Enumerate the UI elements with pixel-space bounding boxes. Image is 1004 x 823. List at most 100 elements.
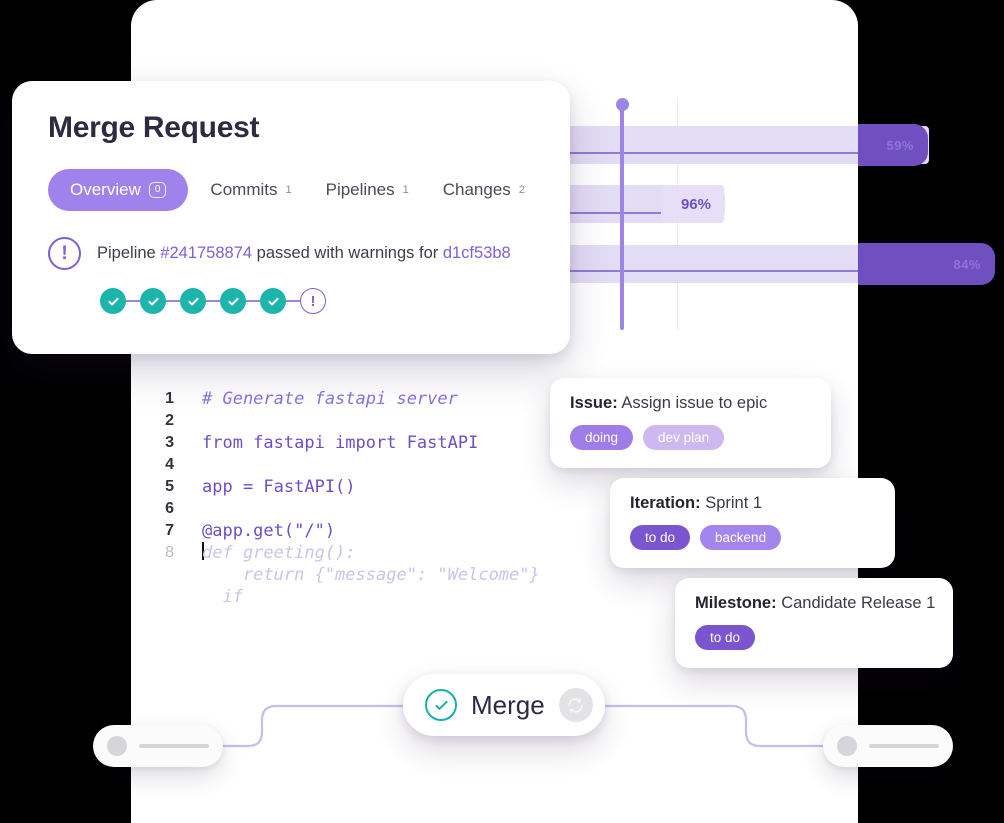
line-number: 2 — [165, 412, 174, 429]
line-number: 1 — [165, 390, 174, 407]
chip[interactable]: to do — [695, 625, 756, 650]
code-line-suggestion: return {"message": "Welcome"} — [160, 564, 560, 586]
warning-icon: ! — [48, 237, 81, 270]
merge-button-label: Merge — [471, 689, 545, 720]
branch-pill-left[interactable] — [93, 725, 223, 767]
code-line: 6 — [160, 498, 560, 520]
chart-today-marker[interactable] — [620, 104, 624, 330]
code-suggestion-text: def greeting(): — [202, 543, 356, 563]
avatar — [107, 736, 127, 756]
code-line: 3 from fastapi import FastAPI — [160, 432, 560, 454]
chart-baseline — [437, 152, 920, 154]
code-line-suggestion: if — [160, 586, 560, 608]
tab-overview-label: Overview — [70, 180, 141, 199]
pipeline-commit-link[interactable]: d1cf53b8 — [442, 244, 511, 262]
iteration-card[interactable]: Iteration: Sprint 1 to do backend — [610, 478, 895, 568]
chip[interactable]: backend — [700, 525, 782, 550]
chart-bar: 84% — [858, 243, 995, 285]
tab-bar: Overview 0 Commits 1 Pipelines 1 Changes… — [48, 169, 534, 211]
chart-value-label: 96% — [661, 185, 725, 223]
merge-request-card: Merge Request Overview 0 Commits 1 Pipel… — [12, 81, 570, 354]
chip[interactable]: dev plan — [643, 425, 725, 450]
line-number — [160, 586, 202, 608]
check-icon[interactable] — [220, 288, 246, 314]
milestone-card[interactable]: Milestone: Candidate Release 1 to do — [675, 578, 953, 668]
milestone-card-title: Milestone: Candidate Release 1 — [695, 594, 936, 613]
tab-commits-label: Commits — [210, 180, 278, 199]
line-number: 3 — [165, 434, 174, 451]
check-icon[interactable] — [260, 288, 286, 314]
tab-pipelines[interactable]: Pipelines 1 — [326, 180, 409, 200]
check-icon[interactable] — [100, 288, 126, 314]
tab-pipelines-count: 1 — [402, 184, 409, 196]
pipeline-stage-list: ! — [100, 288, 534, 314]
stage-connector — [166, 299, 180, 303]
avatar — [837, 736, 857, 756]
code-text: app = FastAPI() — [202, 477, 356, 497]
sync-icon[interactable] — [558, 688, 593, 722]
stage-connector — [126, 299, 140, 303]
line-number: 4 — [165, 456, 174, 473]
text-cursor — [202, 542, 204, 560]
chart-bar: 59% — [858, 124, 928, 166]
code-line: 5 app = FastAPI() — [160, 476, 560, 498]
placeholder-bar — [869, 744, 939, 748]
line-number: 5 — [165, 478, 174, 495]
issue-card-value: Assign issue to epic — [621, 394, 768, 412]
tab-commits-count: 1 — [285, 184, 292, 196]
iteration-card-value: Sprint 1 — [705, 494, 763, 512]
placeholder-bar — [139, 744, 209, 748]
check-icon[interactable] — [180, 288, 206, 314]
chip[interactable]: doing — [570, 425, 634, 450]
code-suggestion-text: return {"message": "Welcome"} — [202, 565, 540, 585]
iteration-card-title: Iteration: Sprint 1 — [630, 494, 875, 513]
warning-icon[interactable]: ! — [300, 288, 326, 314]
code-editor[interactable]: 1 # Generate fastapi server 2 3 from fas… — [160, 388, 560, 608]
stage-connector — [206, 299, 220, 303]
tab-changes-label: Changes — [442, 180, 511, 199]
merge-button[interactable]: Merge — [403, 674, 605, 736]
check-icon[interactable] — [140, 288, 166, 314]
tab-overview-badge: 0 — [148, 182, 167, 198]
issue-card-chips: doing dev plan — [570, 425, 811, 450]
iteration-card-label: Iteration: — [630, 494, 701, 512]
issue-card-title: Issue: Assign issue to epic — [570, 394, 811, 413]
stage-connector — [246, 299, 260, 303]
issue-card[interactable]: Issue: Assign issue to epic doing dev pl… — [550, 378, 831, 468]
line-number: 8 — [165, 544, 174, 561]
line-number — [160, 564, 202, 586]
code-text: from fastapi import FastAPI — [202, 433, 479, 453]
chip[interactable]: to do — [630, 525, 691, 550]
issue-card-label: Issue: — [570, 394, 618, 412]
pipeline-id-link[interactable]: #241758874 — [160, 244, 253, 262]
code-line-suggestion: 8 def greeting(): — [160, 542, 560, 564]
milestone-card-label: Milestone: — [695, 594, 777, 612]
pipeline-status-row: ! Pipeline #241758874 passed with warnin… — [48, 237, 534, 270]
stage-connector — [286, 299, 300, 303]
tab-overview[interactable]: Overview 0 — [48, 169, 189, 211]
code-line: 4 — [160, 454, 560, 476]
code-text: @app.get("/") — [202, 521, 336, 541]
tab-commits[interactable]: Commits 1 — [210, 180, 291, 200]
pipeline-prefix: Pipeline — [97, 244, 161, 262]
pipeline-status-text: Pipeline #241758874 passed with warnings… — [97, 244, 511, 263]
code-line: 2 — [160, 410, 560, 432]
iteration-card-chips: to do backend — [630, 525, 875, 550]
branch-pill-right[interactable] — [823, 725, 953, 767]
pipeline-middle: passed with warnings for — [252, 244, 443, 262]
code-suggestion-text: if — [202, 587, 243, 607]
tab-changes[interactable]: Changes 2 — [443, 180, 525, 200]
chart-today-marker-handle[interactable] — [616, 98, 629, 111]
code-text: # Generate fastapi server — [202, 389, 458, 409]
code-line: 1 # Generate fastapi server — [160, 388, 560, 410]
check-circle-icon — [425, 689, 457, 721]
milestone-card-value: Candidate Release 1 — [781, 594, 936, 612]
page-title: Merge Request — [48, 111, 260, 144]
tab-changes-count: 2 — [518, 184, 525, 196]
chart-baseline — [437, 270, 920, 272]
code-line: 7 @app.get("/") — [160, 520, 560, 542]
milestone-card-chips: to do — [695, 625, 933, 650]
line-number: 7 — [165, 522, 174, 539]
tab-pipelines-label: Pipelines — [325, 180, 395, 199]
